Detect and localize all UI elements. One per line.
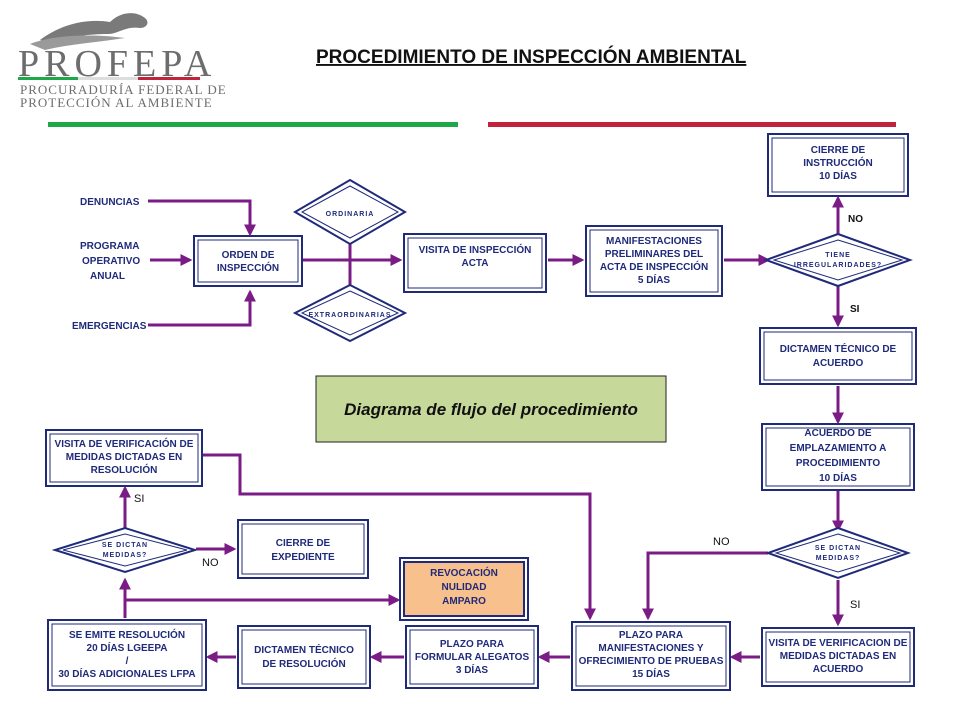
svg-text:IRREGULARIDADES?: IRREGULARIDADES?: [794, 262, 882, 269]
diagram-caption: Diagrama de flujo del procedimiento: [315, 375, 667, 443]
diamond-extraordinarias: EXTRAORDINARIAS: [292, 283, 408, 343]
source-programa-2: OPERATIVO: [82, 256, 140, 267]
svg-text:ACUERDO: ACUERDO: [813, 664, 864, 675]
svg-text:PLAZO PARA: PLAZO PARA: [619, 630, 683, 641]
svg-text:MANIFESTACIONES Y: MANIFESTACIONES Y: [598, 643, 704, 654]
svg-text:ACUERDO DE: ACUERDO DE: [804, 428, 872, 439]
svg-text:ACTA DE INSPECCIÓN: ACTA DE INSPECCIÓN: [600, 260, 708, 273]
svg-text:EXTRAORDINARIAS: EXTRAORDINARIAS: [308, 312, 391, 319]
svg-text:EMPLAZAMIENTO A: EMPLAZAMIENTO A: [790, 443, 887, 454]
svg-text:ACUERDO: ACUERDO: [813, 358, 864, 369]
node-revocacion-nulidad-amparo: REVOCACIÓN NULIDAD AMPARO: [399, 557, 529, 621]
node-visita-inspeccion: VISITA DE INSPECCIÓN ACTA: [403, 233, 547, 293]
diamond-se-dictan-medidas-right: SE DICTAN MEDIDAS?: [765, 526, 911, 580]
svg-text:PROCEDIMIENTO: PROCEDIMIENTO: [796, 458, 880, 469]
svg-text:OFRECIMIENTO DE PRUEBAS: OFRECIMIENTO DE PRUEBAS: [579, 656, 724, 667]
svg-text:Diagrama de flujo del procedim: Diagrama de flujo del procedimiento: [344, 400, 638, 419]
node-cierre-expediente: CIERRE DE EXPEDIENTE: [237, 519, 369, 579]
svg-text:INSTRUCCIÓN: INSTRUCCIÓN: [803, 156, 872, 169]
svg-text:DICTAMEN TÉCNICO DE: DICTAMEN TÉCNICO DE: [780, 342, 897, 355]
svg-text:MANIFESTACIONES: MANIFESTACIONES: [606, 236, 702, 247]
svg-text:EXPEDIENTE: EXPEDIENTE: [271, 552, 335, 563]
svg-text:INSPECCIÓN: INSPECCIÓN: [217, 261, 279, 274]
svg-text:MEDIDAS DICTADAS EN: MEDIDAS DICTADAS EN: [66, 452, 182, 463]
diamond-se-dictan-medidas-left: SE DICTAN MEDIDAS?: [51, 526, 199, 574]
svg-text:3 DÍAS: 3 DÍAS: [456, 663, 489, 676]
svg-text:CIERRE DE: CIERRE DE: [811, 145, 866, 156]
node-visita-verificacion-resolucion: VISITA DE VERIFICACIÓN DE MEDIDAS DICTAD…: [45, 429, 203, 487]
label-no-right: NO: [713, 536, 730, 548]
eagle-wing-icon: [30, 35, 125, 50]
label-no-left: NO: [202, 557, 219, 569]
logo-subtitle-2: PROTECCIÓN AL AMBIENTE: [20, 95, 213, 110]
svg-text:15 DÍAS: 15 DÍAS: [632, 667, 670, 680]
node-dictamen-resolucion: DICTAMEN TÉCNICO DE RESOLUCIÓN: [237, 625, 371, 689]
flow-lines: [119, 195, 844, 663]
divider-green: [48, 122, 458, 127]
svg-text:10 DÍAS: 10 DÍAS: [819, 471, 857, 484]
svg-text:/: /: [126, 656, 129, 667]
svg-text:ORDEN DE: ORDEN DE: [222, 250, 275, 261]
logo-stripe-green: [18, 77, 78, 80]
svg-text:DE RESOLUCIÓN: DE RESOLUCIÓN: [262, 657, 345, 670]
node-plazo-pruebas: PLAZO PARA MANIFESTACIONES Y OFRECIMIENT…: [571, 621, 731, 691]
source-programa-3: ANUAL: [90, 271, 125, 282]
svg-text:MEDIDAS?: MEDIDAS?: [816, 555, 861, 562]
profepa-logo: PROFEPA PROCURADURÍA FEDERAL DE PROTECCI…: [18, 13, 227, 110]
svg-text:VISITA DE INSPECCIÓN: VISITA DE INSPECCIÓN: [419, 243, 532, 256]
node-visita-verificacion-acuerdo: VISITA DE VERIFICACION DE MEDIDAS DICTAD…: [761, 627, 915, 687]
svg-text:SE DICTAN: SE DICTAN: [102, 542, 148, 549]
node-emite-resolucion: SE EMITE RESOLUCIÓN 20 DÍAS LGEEPA / 30 …: [47, 619, 207, 691]
svg-text:REVOCACIÓN: REVOCACIÓN: [430, 566, 498, 579]
svg-text:TIENE: TIENE: [825, 252, 851, 259]
diamond-tiene-irregularidades: TIENE IRREGULARIDADES?: [763, 232, 913, 288]
svg-text:VISITA DE VERIFICACION DE: VISITA DE VERIFICACION DE: [769, 638, 908, 649]
svg-text:AMPARO: AMPARO: [442, 596, 486, 607]
source-programa-1: PROGRAMA: [80, 241, 139, 252]
page-title: PROCEDIMIENTO DE INSPECCIÓN AMBIENTAL: [316, 46, 747, 68]
label-si-left: SI: [134, 493, 144, 505]
svg-text:MEDIDAS DICTADAS EN: MEDIDAS DICTADAS EN: [780, 651, 896, 662]
source-denuncias: DENUNCIAS: [80, 197, 140, 208]
svg-text:ORDINARIA: ORDINARIA: [326, 211, 375, 218]
divider-red: [488, 122, 896, 127]
node-manifestaciones-preliminares: MANIFESTACIONES PRELIMINARES DEL ACTA DE…: [585, 225, 723, 297]
source-emergencias: EMERGENCIAS: [72, 321, 147, 332]
node-acuerdo-emplazamiento: ACUERDO DE EMPLAZAMIENTO A PROCEDIMIENTO…: [761, 423, 915, 491]
svg-text:VISITA DE VERIFICACIÓN DE: VISITA DE VERIFICACIÓN DE: [55, 437, 194, 450]
svg-text:DICTAMEN TÉCNICO: DICTAMEN TÉCNICO: [254, 643, 354, 656]
svg-text:FORMULAR ALEGATOS: FORMULAR ALEGATOS: [415, 652, 530, 663]
svg-text:10 DÍAS: 10 DÍAS: [819, 169, 857, 182]
logo-stripe-red: [138, 77, 200, 80]
svg-text:ACTA: ACTA: [461, 258, 488, 269]
svg-text:CIERRE DE: CIERRE DE: [276, 538, 331, 549]
eagle-icon: [40, 13, 148, 45]
svg-text:20 DÍAS LGEEPA: 20 DÍAS LGEEPA: [87, 641, 168, 654]
node-cierre-instruccion: CIERRE DE INSTRUCCIÓN 10 DÍAS: [767, 133, 909, 197]
node-dictamen-acuerdo: DICTAMEN TÉCNICO DE ACUERDO: [759, 327, 917, 385]
svg-text:MEDIDAS?: MEDIDAS?: [103, 552, 148, 559]
logo-stripe-white: [78, 77, 138, 80]
svg-text:30 DÍAS ADICIONALES LFPA: 30 DÍAS ADICIONALES LFPA: [58, 667, 195, 680]
logo-subtitle-1: PROCURADURÍA FEDERAL DE: [20, 82, 227, 97]
label-si-right: SI: [850, 599, 860, 611]
svg-text:RESOLUCIÓN: RESOLUCIÓN: [91, 463, 158, 476]
node-plazo-alegatos: PLAZO PARA FORMULAR ALEGATOS 3 DÍAS: [405, 625, 539, 689]
svg-text:PRELIMINARES DEL: PRELIMINARES DEL: [605, 249, 703, 260]
diamond-ordinaria: ORDINARIA: [293, 178, 407, 246]
svg-text:SE EMITE RESOLUCIÓN: SE EMITE RESOLUCIÓN: [69, 628, 185, 641]
svg-text:SE DICTAN: SE DICTAN: [815, 545, 861, 552]
svg-text:5 DÍAS: 5 DÍAS: [638, 273, 671, 286]
label-si-top: SI: [850, 304, 860, 315]
label-no-top: NO: [848, 214, 863, 225]
node-orden-inspeccion: ORDEN DE INSPECCIÓN: [193, 235, 303, 287]
svg-text:NULIDAD: NULIDAD: [442, 582, 487, 593]
svg-text:PLAZO PARA: PLAZO PARA: [440, 639, 504, 650]
